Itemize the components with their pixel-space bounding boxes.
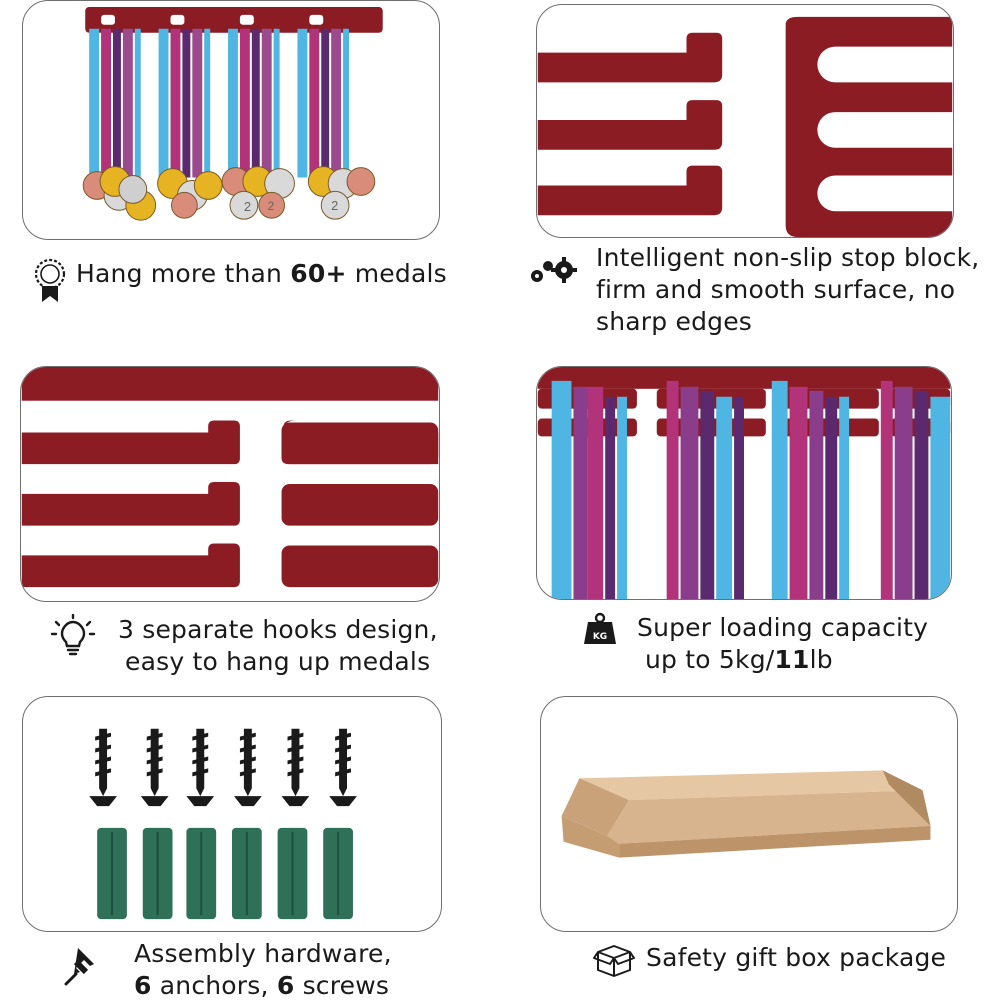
caption-text: up to 5kg/ (645, 645, 775, 674)
caption-hardware: Assembly hardware, 6 anchors, 6 screws (134, 938, 392, 1002)
photo-assembly-hardware (22, 696, 442, 932)
ribbons-illustration (537, 367, 951, 599)
caption-bold-count: 6 (276, 971, 295, 1000)
gears-icon (526, 254, 578, 286)
gift-box-illustration (561, 770, 931, 858)
weight-icon-label: KG (593, 632, 607, 642)
hardware-illustration (89, 728, 357, 920)
caption-bold-count: 60+ (290, 259, 347, 288)
caption-load: Super loading capacity up to 5kg/11lb (637, 612, 928, 676)
photo-medal-rack-full: 2 2 2 (22, 0, 440, 240)
caption-line: firm and smooth surface, no (596, 275, 956, 304)
caption-line: Assembly hardware, (134, 939, 392, 968)
caption-bold-count: 6 (134, 971, 152, 1000)
weight-icon: KG (582, 612, 618, 646)
photo-hooks-design (20, 366, 440, 602)
caption-line: Intelligent non-slip stop block, (596, 243, 980, 272)
photo-stop-block-closeup (536, 4, 954, 238)
caption-bold-value: 11 (774, 645, 810, 674)
medal-rack-illustration: 2 2 2 (82, 6, 383, 221)
box-icon (592, 940, 636, 978)
caption-line: 3 separate hooks design, (118, 615, 438, 644)
caption-text: lb (809, 645, 833, 674)
caption-line: sharp edges (596, 307, 753, 336)
caption-text: Hang more than (76, 259, 291, 288)
caption-hooks: 3 separate hooks design, easy to hang up… (118, 614, 438, 678)
hooks-illustration (21, 367, 439, 588)
pushpin-icon (64, 946, 104, 986)
caption-line: easy to hang up medals (125, 647, 431, 676)
medal-number-label: 2 (268, 199, 275, 213)
photo-ribbons-closeup (536, 366, 952, 600)
caption-stop-block: Intelligent non-slip stop block, firm an… (596, 242, 979, 338)
medal-number-label: 2 (331, 198, 338, 213)
stop-block-illustration (537, 16, 953, 237)
caption-text: anchors, (151, 971, 277, 1000)
photo-gift-box (540, 696, 958, 932)
caption-line: Super loading capacity (637, 613, 929, 642)
caption-text: medals (346, 259, 447, 288)
caption-gift-box: Safety gift box package (646, 943, 947, 972)
medal-icon (32, 258, 68, 304)
caption-text: screws (294, 971, 390, 1000)
medal-number-label: 2 (244, 199, 251, 214)
caption-medals: Hang more than 60+ medals (76, 258, 447, 290)
lightbulb-icon (50, 614, 96, 660)
